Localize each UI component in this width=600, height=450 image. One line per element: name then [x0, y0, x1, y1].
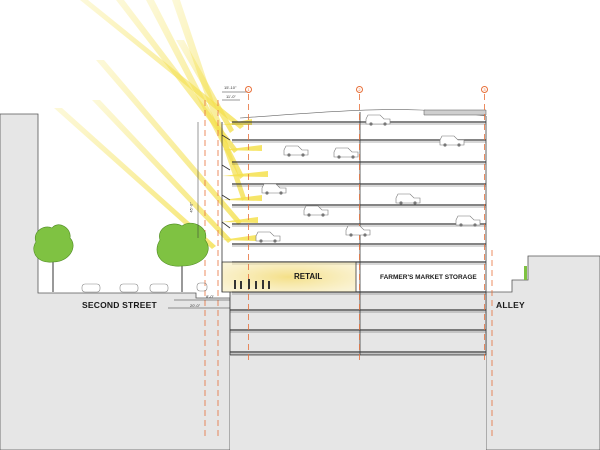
- car-wheel: [457, 143, 461, 147]
- car-body: [283, 145, 309, 156]
- retail-space: [221, 261, 357, 293]
- car-body: [455, 215, 481, 226]
- car-body: [255, 231, 281, 242]
- car-wheel: [349, 233, 353, 237]
- street-cars: [81, 282, 208, 293]
- grid-bubble-3: 3: [481, 86, 488, 93]
- car-wheel: [337, 155, 341, 159]
- sun-ray-4: [172, 0, 246, 201]
- dim-sidewalk-1: 8'-0": [206, 294, 214, 299]
- car-wheel: [259, 239, 263, 243]
- light-wedge-2: [222, 145, 262, 151]
- car-body: [439, 135, 465, 146]
- sunscreen-fins: [221, 134, 231, 229]
- sun-rays: [54, 0, 268, 249]
- farmers-market-storage-label: FARMER'S MARKET STORAGE: [380, 274, 477, 281]
- dim-sidewalk-2: 20'-0": [190, 303, 201, 308]
- tree-right: [156, 222, 209, 292]
- tree-left: [33, 224, 74, 292]
- car-8: [455, 215, 481, 227]
- car-wheel: [287, 153, 291, 157]
- sun-ray-8: [176, 40, 234, 133]
- car-wheel: [413, 201, 417, 205]
- roof-solar-panel: [423, 109, 487, 116]
- car-wheel: [307, 213, 311, 217]
- second-street-label: SECOND STREET: [82, 300, 157, 310]
- car-5: [303, 205, 329, 217]
- car-body: [333, 147, 359, 158]
- car-wheel: [279, 191, 283, 195]
- parked-cars: [255, 114, 481, 243]
- grid-bubble-1: 1: [245, 86, 252, 93]
- light-wedge-6: [222, 235, 256, 241]
- light-wedge-5: [222, 217, 258, 223]
- car-wheel: [351, 155, 355, 159]
- car-wheel: [265, 191, 269, 195]
- alley-label: ALLEY: [496, 300, 525, 310]
- structural-grid-lines: [204, 94, 493, 440]
- car-1: [365, 114, 391, 126]
- dim-top-setback: 15'-10": [224, 85, 237, 90]
- car-wheel: [363, 233, 367, 237]
- car-wheel: [321, 213, 325, 217]
- retail-label: RETAIL: [294, 272, 323, 281]
- car-wheel: [399, 201, 403, 205]
- car-wheel: [473, 223, 477, 227]
- light-wedge-3: [222, 171, 268, 177]
- car-wheel: [443, 143, 447, 147]
- sun-ray-6: [92, 100, 232, 243]
- ground-mass: [0, 113, 231, 450]
- light-wedge-4: [222, 195, 262, 201]
- dim-top-setback-2: 11'-0": [226, 94, 236, 99]
- pedestrians: [234, 279, 270, 289]
- car-4: [261, 183, 287, 195]
- grid-bubble-2: 2: [356, 86, 363, 93]
- car-wheel: [459, 223, 463, 227]
- car-wheel: [383, 122, 387, 126]
- car-6: [345, 225, 371, 237]
- car-wheel: [273, 239, 277, 243]
- car-body: [345, 225, 371, 236]
- sun-ray-7: [54, 108, 216, 249]
- basement-fill: [230, 292, 486, 450]
- car-wheel: [369, 122, 373, 126]
- car-7: [395, 193, 421, 205]
- sun-ray-5: [96, 60, 242, 225]
- ground-mass-right: [485, 255, 600, 450]
- car-body: [395, 193, 421, 204]
- car-10: [255, 231, 281, 243]
- car-9: [439, 135, 465, 147]
- car-body: [303, 205, 329, 216]
- car-body: [261, 183, 287, 194]
- dimension-lines: [168, 91, 248, 309]
- car-body: [365, 114, 391, 125]
- dim-side-height: 45'-0": [188, 202, 194, 213]
- car-3: [333, 147, 359, 159]
- alley-plant: [524, 266, 527, 280]
- car-wheel: [301, 153, 305, 157]
- car-2: [283, 145, 309, 157]
